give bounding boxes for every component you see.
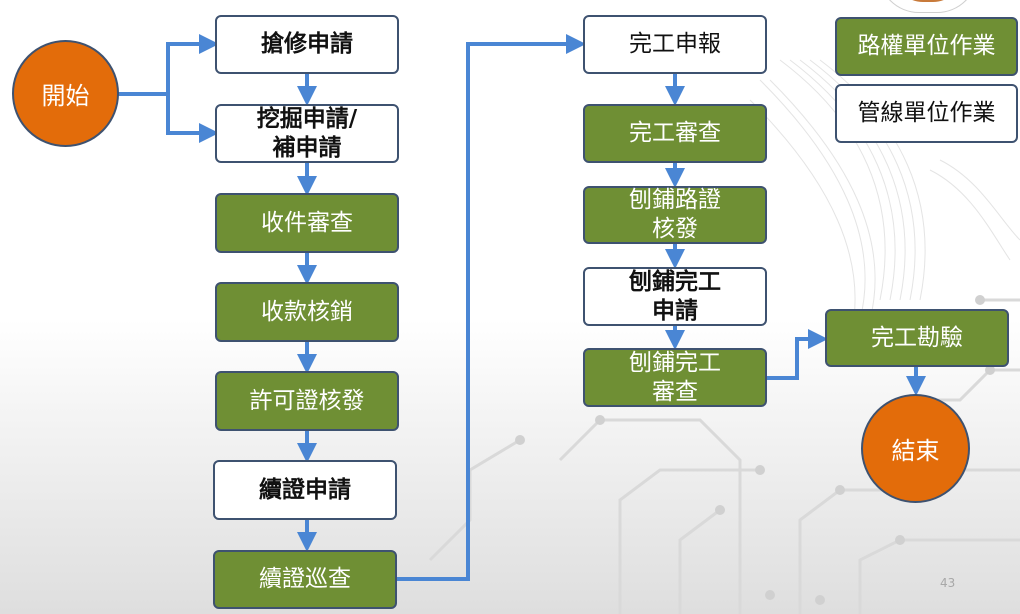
excavation-application-step: 挖掘申請/ 補申請 [215, 104, 399, 163]
start-node: 開始 [12, 40, 119, 147]
paving-permit-issuance-step: 刨鋪路證 核發 [583, 186, 767, 244]
receive-review-step: 收件審查 [215, 193, 399, 253]
paving-completion-review-step: 刨鋪完工 審查 [583, 348, 767, 407]
page-number: 43 [940, 576, 956, 590]
arrow-to-excavate [166, 94, 219, 143]
renewal-application-step: 續證申請 [213, 460, 397, 520]
completion-review-step: 完工審查 [583, 104, 767, 163]
legend-pipeline-unit: 管線單位作業 [835, 84, 1018, 143]
arrow-to-repair [166, 34, 219, 94]
completion-report-step: 完工申報 [583, 15, 767, 74]
arrow-inspect-report [397, 34, 586, 581]
paving-completion-application-step: 刨鋪完工 申請 [583, 267, 767, 326]
payment-writeoff-step: 收款核銷 [215, 282, 399, 342]
repair-application-step: 搶修申請 [215, 15, 399, 74]
completion-inspection-step: 完工勘驗 [825, 309, 1009, 367]
permit-issuance-step: 許可證核發 [215, 371, 399, 431]
arrow-pave-review-inspection [767, 329, 828, 380]
end-node: 結束 [861, 394, 970, 503]
renewal-inspection-step: 續證巡查 [213, 550, 397, 609]
legend-road-authority: 路權單位作業 [835, 17, 1018, 76]
